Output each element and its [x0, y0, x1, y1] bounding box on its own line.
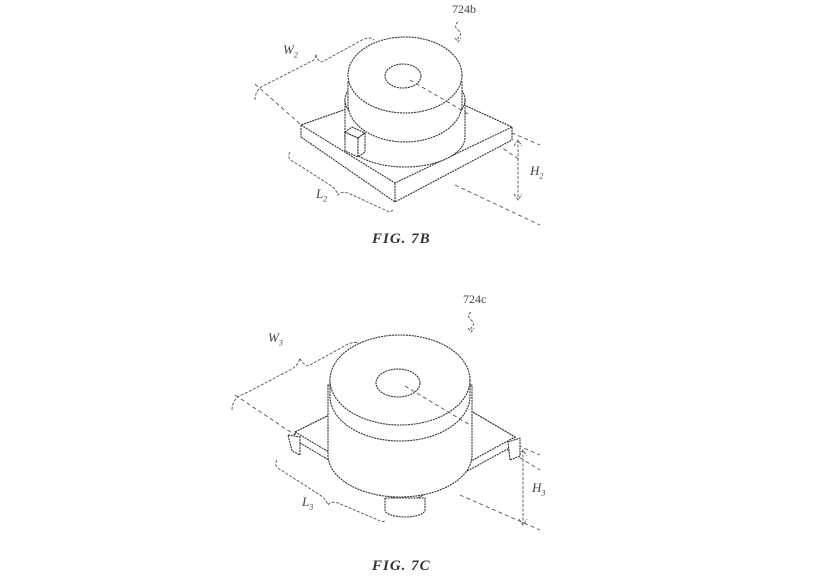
figure-caption-7b: FIG. 7B — [372, 231, 431, 247]
center-hole — [384, 63, 422, 89]
length-label-l3: L3 — [302, 494, 314, 512]
leg-right — [507, 437, 521, 461]
leg-left — [287, 434, 301, 456]
figure-caption-7c: FIG. 7C — [372, 558, 431, 574]
component-724b-drawing — [254, 21, 541, 226]
width-label-w3: W3 — [268, 330, 283, 348]
reference-numeral-724b: 724b — [452, 2, 476, 16]
height-label-h2: H2 — [530, 163, 544, 181]
connector-tab — [344, 131, 359, 158]
reference-numeral-724c: 724c — [463, 292, 487, 306]
leg-front — [384, 497, 426, 518]
component-724c-drawing — [231, 311, 541, 531]
center-hole — [375, 368, 421, 398]
length-label-l2: L2 — [316, 186, 328, 204]
height-label-h3: H3 — [532, 480, 546, 498]
width-label-w2: W2 — [283, 42, 298, 60]
